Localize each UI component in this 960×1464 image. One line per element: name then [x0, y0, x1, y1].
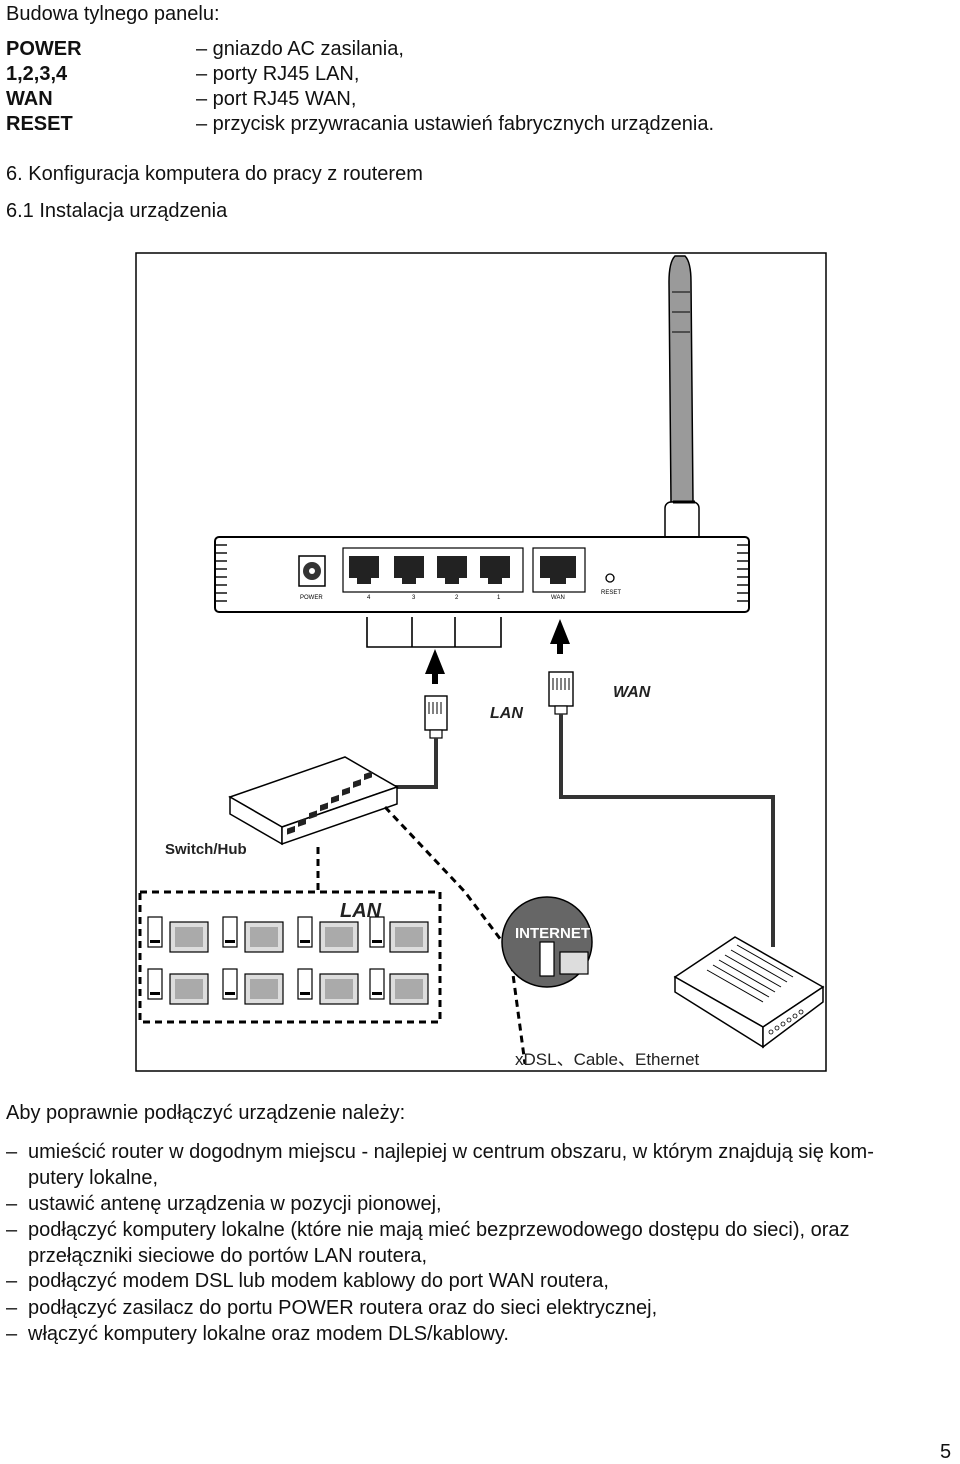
computer-icon	[147, 916, 209, 953]
internet-label: INTERNET	[515, 925, 590, 942]
lan-arrow-icon	[425, 649, 445, 684]
panel-header: Budowa tylnego panelu:	[6, 3, 220, 25]
computer-icon	[147, 968, 209, 1005]
panel-desc: – porty RJ45 LAN,	[196, 63, 360, 85]
list-line: ustawić antenę urządzenia w pozycji pion…	[28, 1193, 442, 1215]
computer-icon	[222, 916, 284, 953]
panel-desc: – przycisk przywracania ustawień fabrycz…	[196, 113, 714, 135]
wan-cable	[559, 714, 775, 947]
intro-text: Aby poprawnie podłączyć urządzenie należ…	[6, 1102, 406, 1124]
list-line: podłączyć zasilacz do portu POWER router…	[28, 1297, 658, 1319]
subsection-title: 6.1 Instalacja urządzenia	[6, 200, 228, 222]
section-title: 6. Konfiguracja komputera do pracy z rou…	[6, 163, 423, 185]
panel-term: POWER	[6, 38, 82, 60]
lan-port-4-icon	[349, 556, 379, 584]
list-dash: –	[6, 1270, 18, 1292]
reset-button-icon	[605, 573, 615, 583]
list-line: włączyć komputery lokalne oraz modem DLS…	[28, 1323, 509, 1345]
lan-computer-group	[138, 890, 442, 1024]
list-dash: –	[6, 1219, 18, 1241]
list-line: putery lokalne,	[28, 1167, 159, 1189]
isp-label: ISP	[540, 991, 570, 1011]
switch-hub-label: Switch/Hub	[165, 841, 247, 858]
page-number: 5	[940, 1441, 952, 1463]
lan-port-bracket	[366, 617, 502, 648]
port-label-wan: WAN	[551, 595, 565, 601]
port-label-power: POWER	[300, 595, 323, 601]
computer-icon	[222, 968, 284, 1005]
list-line: umieścić router w dogodnym miejscu - naj…	[28, 1141, 874, 1163]
list-dash: –	[6, 1297, 18, 1319]
panel-term: WAN	[6, 88, 53, 110]
wan-port-icon	[540, 556, 576, 584]
router-installation-diagram: POWER 4 3 2 1 WAN RESET LAN WAN	[135, 252, 827, 1072]
modem-caption: xDSL、Cable、Ethernet	[515, 1050, 700, 1069]
power-socket-icon	[298, 555, 326, 587]
computer-icon	[297, 916, 359, 953]
list-line: podłączyć komputery lokalne (które nie m…	[28, 1219, 850, 1241]
lan-cable	[395, 738, 438, 789]
lan-cable-label: LAN	[490, 705, 523, 722]
switch-lan-dashed-link	[316, 805, 527, 1065]
list-line: przełączniki sieciowe do portów LAN rout…	[28, 1245, 428, 1267]
modem-icon	[673, 936, 825, 1049]
panel-desc: – gniazdo AC zasilania,	[196, 38, 404, 60]
list-line: podłączyć modem DSL lub modem kablowy do…	[28, 1270, 609, 1292]
panel-term: 1,2,3,4	[6, 63, 68, 85]
list-dash: –	[6, 1323, 18, 1345]
port-label-4: 4	[367, 595, 371, 601]
port-label-3: 3	[412, 595, 416, 601]
computer-icon	[297, 968, 359, 1005]
port-label-1: 1	[497, 595, 501, 601]
wan-cable-label: WAN	[613, 684, 651, 701]
internet-globe-icon	[501, 896, 593, 988]
computer-icon	[369, 968, 429, 1005]
port-label-2: 2	[455, 595, 459, 601]
panel-term: RESET	[6, 113, 73, 135]
list-dash: –	[6, 1193, 18, 1215]
switch-hub-icon	[228, 756, 399, 846]
list-dash: –	[6, 1141, 18, 1163]
lan-port-2-icon	[437, 556, 467, 584]
computer-icon	[369, 916, 429, 953]
lan-port-3-icon	[394, 556, 424, 584]
port-label-reset: RESET	[601, 590, 621, 596]
lan-port-1-icon	[480, 556, 510, 584]
lan-plug-icon	[424, 695, 448, 739]
panel-desc: – port RJ45 WAN,	[196, 88, 357, 110]
wan-arrow-icon	[550, 619, 570, 654]
wan-plug-icon	[548, 671, 574, 715]
